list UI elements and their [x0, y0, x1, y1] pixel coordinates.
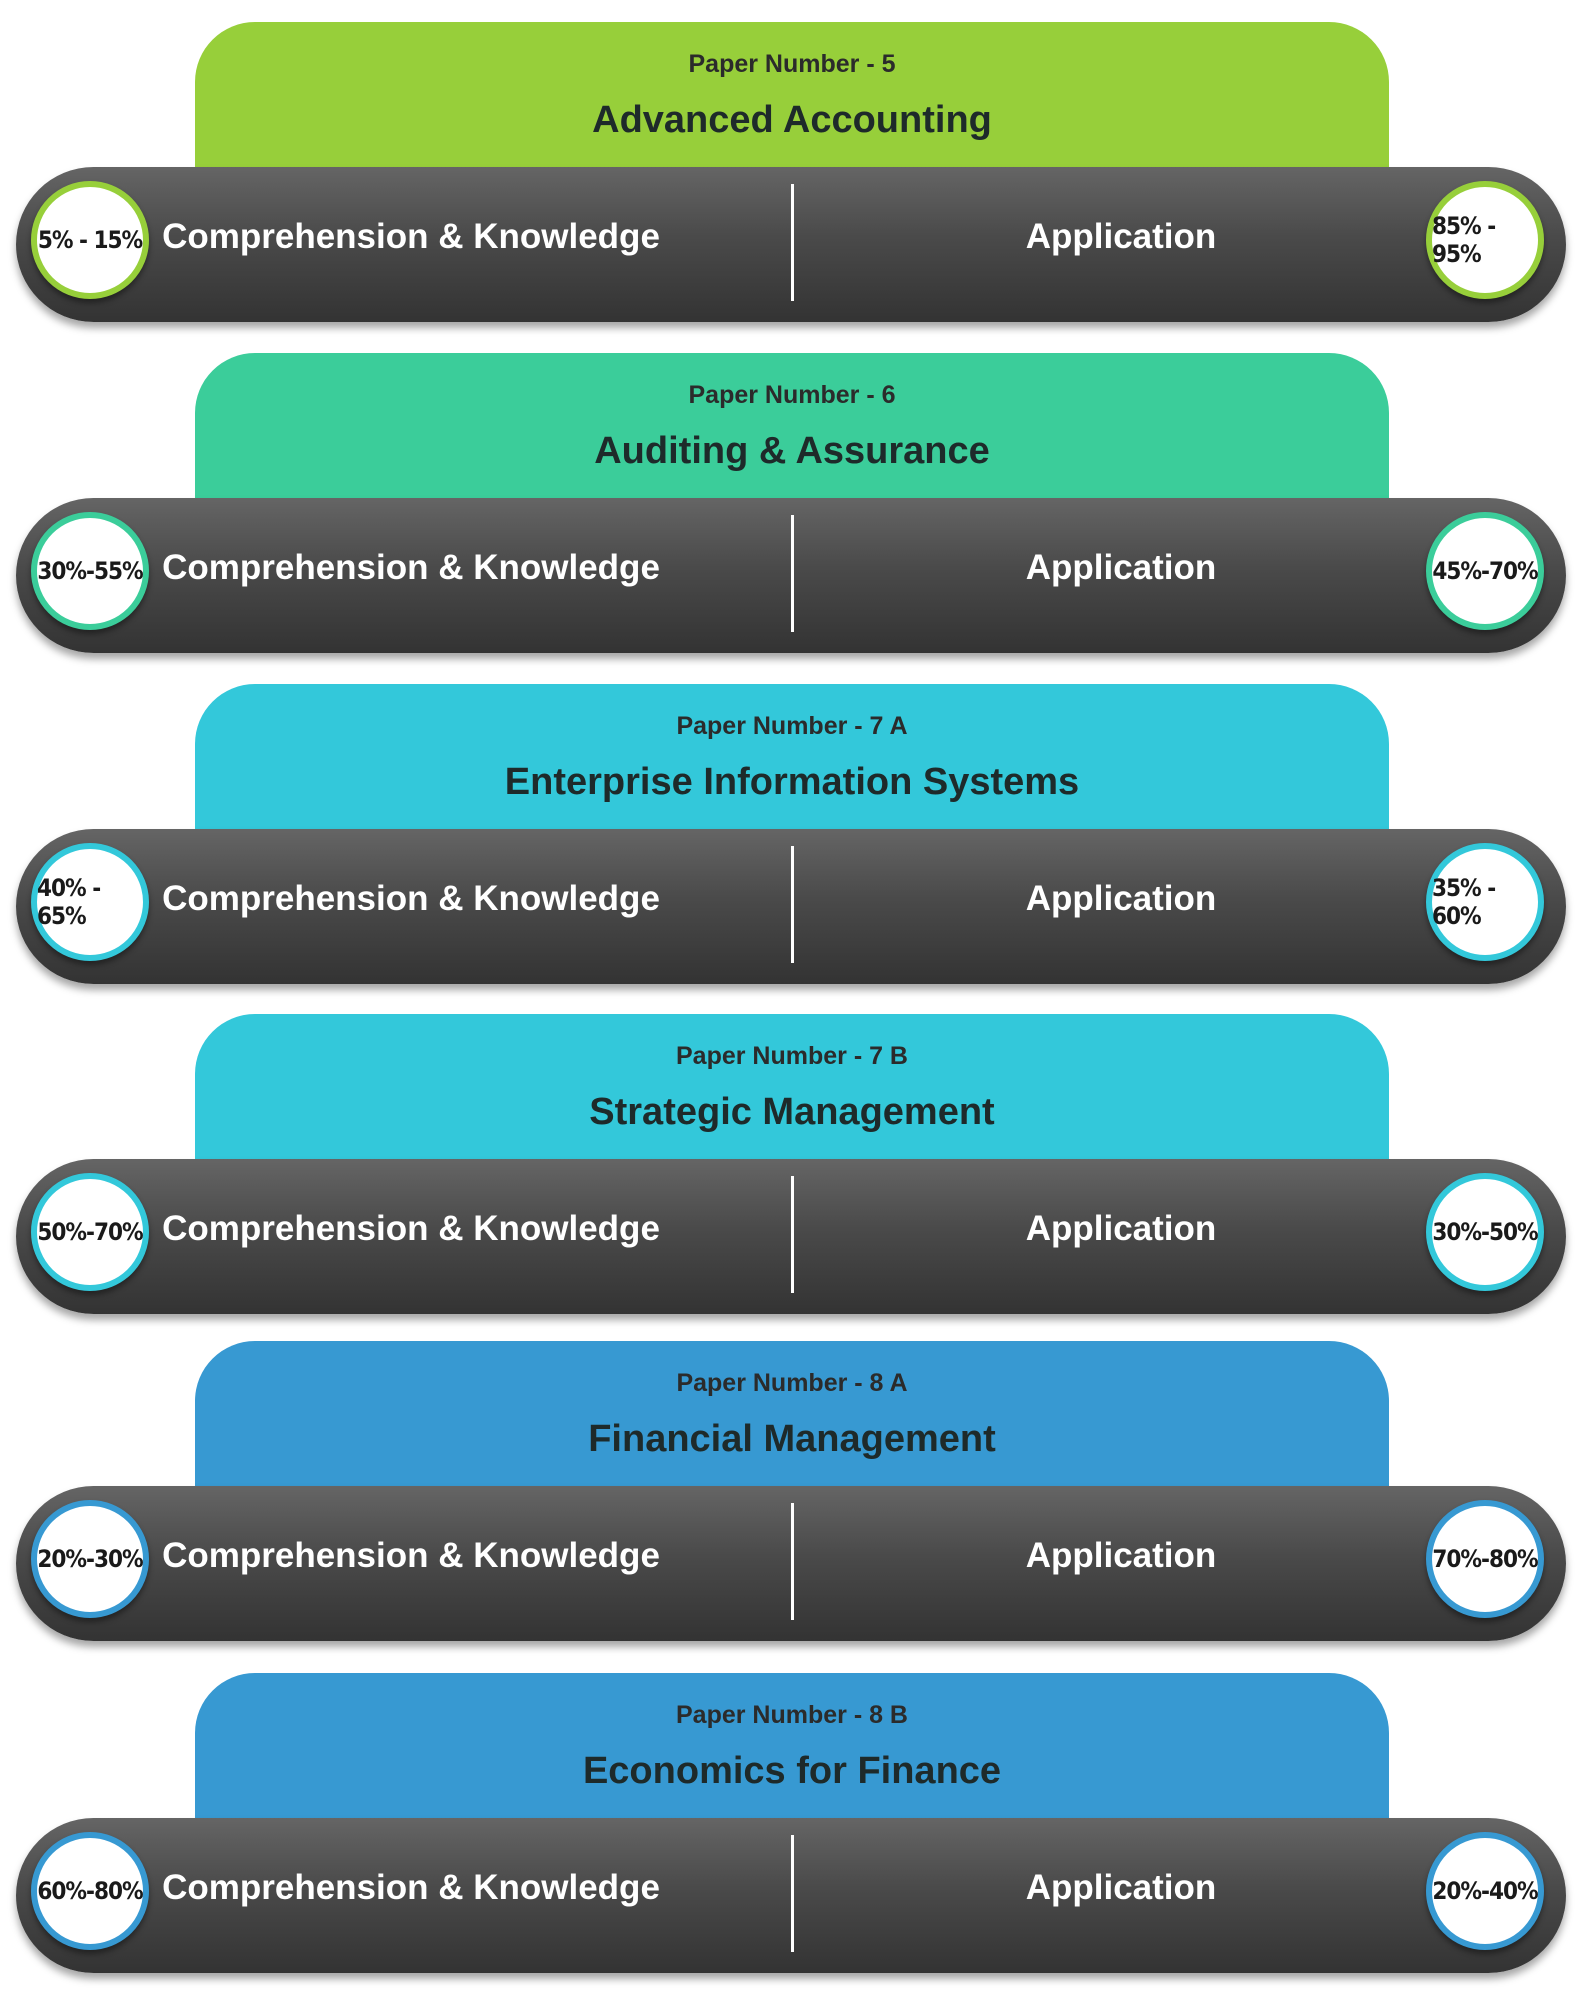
left-percentage-badge: 50%-70%: [31, 1173, 149, 1291]
bar-divider: [791, 1835, 794, 1952]
left-category-label: Comprehension & Knowledge: [162, 1868, 660, 1907]
left-category-label: Comprehension & Knowledge: [162, 217, 660, 256]
right-category-label: Application: [1025, 217, 1217, 256]
paper-header-tab: Paper Number - 8 B Economics for Finance: [195, 1673, 1389, 1843]
weightage-bar: 50%-70% Comprehension & Knowledge Applic…: [16, 1159, 1566, 1314]
paper-title: Strategic Management: [589, 1091, 995, 1133]
right-category-label: Application: [1025, 1536, 1217, 1575]
left-category-label: Comprehension & Knowledge: [162, 879, 660, 918]
paper-number: Paper Number - 7 B: [675, 1042, 908, 1070]
paper-header-tab: Paper Number - 7 B Strategic Management: [195, 1014, 1389, 1184]
weightage-bar: 60%-80% Comprehension & Knowledge Applic…: [16, 1818, 1566, 1973]
paper-title: Economics for Finance: [582, 1750, 1002, 1792]
paper-header-tab: Paper Number - 8 A Financial Management: [195, 1341, 1389, 1511]
left-percentage-badge: 30%-55%: [31, 512, 149, 630]
paper-title: Enterprise Information Systems: [504, 761, 1080, 803]
bar-divider: [791, 515, 794, 632]
paper-card: Paper Number - 5 Advanced Accounting 5% …: [0, 22, 1582, 332]
left-percentage-badge: 5% - 15%: [31, 181, 149, 299]
weightage-bar: 40% - 65% Comprehension & Knowledge Appl…: [16, 829, 1566, 984]
bar-divider: [791, 846, 794, 963]
right-percentage-badge: 85% - 95%: [1426, 181, 1544, 299]
bar-divider: [791, 1176, 794, 1293]
weightage-bar: 5% - 15% Comprehension & Knowledge Appli…: [16, 167, 1566, 322]
paper-header-tab: Paper Number - 5 Advanced Accounting: [195, 22, 1389, 192]
paper-card: Paper Number - 6 Auditing & Assurance 30…: [0, 353, 1582, 663]
paper-title: Advanced Accounting: [592, 99, 992, 141]
right-percentage-badge: 45%-70%: [1426, 512, 1544, 630]
right-category-label: Application: [1025, 879, 1217, 918]
paper-title: Financial Management: [588, 1418, 996, 1460]
right-category-label: Application: [1025, 1209, 1217, 1248]
paper-number: Paper Number - 7 A: [676, 712, 908, 740]
paper-header-tab: Paper Number - 6 Auditing & Assurance: [195, 353, 1389, 523]
right-percentage-badge: 70%-80%: [1426, 1500, 1544, 1618]
left-percentage-badge: 60%-80%: [31, 1832, 149, 1950]
weightage-bar: 30%-55% Comprehension & Knowledge Applic…: [16, 498, 1566, 653]
paper-card: Paper Number - 8 A Financial Management …: [0, 1341, 1582, 1651]
left-category-label: Comprehension & Knowledge: [162, 548, 660, 587]
bar-divider: [791, 184, 794, 301]
left-category-label: Comprehension & Knowledge: [162, 1536, 660, 1575]
right-percentage-badge: 35% - 60%: [1426, 843, 1544, 961]
paper-number: Paper Number - 8 A: [676, 1369, 908, 1397]
paper-number: Paper Number - 5: [688, 50, 896, 78]
right-percentage-badge: 30%-50%: [1426, 1173, 1544, 1291]
right-category-label: Application: [1025, 1868, 1217, 1907]
right-category-label: Application: [1025, 548, 1217, 587]
paper-header-tab: Paper Number - 7 A Enterprise Informatio…: [195, 684, 1389, 854]
paper-card: Paper Number - 7 B Strategic Management …: [0, 1014, 1582, 1324]
weightage-bar: 20%-30% Comprehension & Knowledge Applic…: [16, 1486, 1566, 1641]
paper-card: Paper Number - 8 B Economics for Finance…: [0, 1673, 1582, 1983]
left-percentage-badge: 40% - 65%: [31, 843, 149, 961]
paper-title: Auditing & Assurance: [594, 430, 990, 472]
left-percentage-badge: 20%-30%: [31, 1500, 149, 1618]
bar-divider: [791, 1503, 794, 1620]
paper-card: Paper Number - 7 A Enterprise Informatio…: [0, 684, 1582, 994]
paper-number: Paper Number - 6: [688, 381, 896, 409]
right-percentage-badge: 20%-40%: [1426, 1832, 1544, 1950]
paper-number: Paper Number - 8 B: [675, 1701, 908, 1729]
left-category-label: Comprehension & Knowledge: [162, 1209, 660, 1248]
